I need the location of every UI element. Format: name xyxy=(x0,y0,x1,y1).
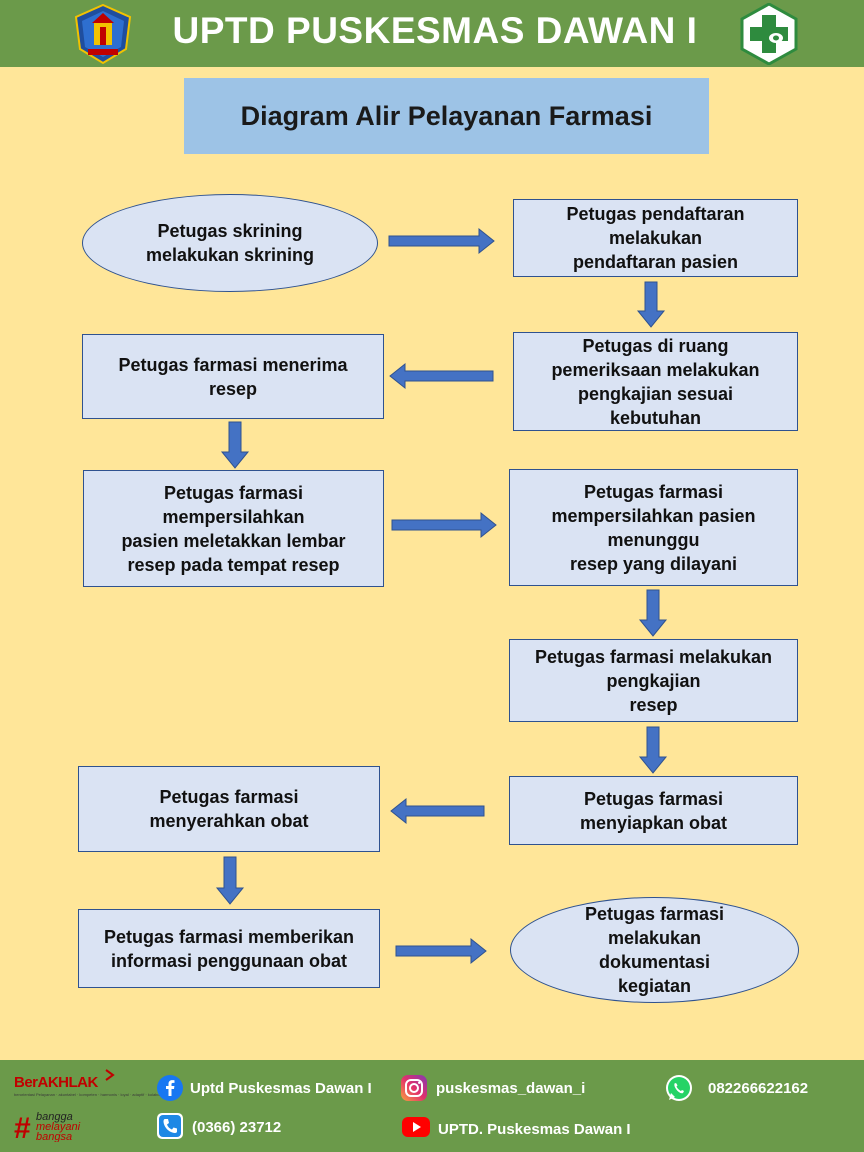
node-informasi-obat: Petugas farmasi memberikan informasi pen… xyxy=(78,909,380,988)
header-bar xyxy=(0,0,864,67)
arrow-left-1 xyxy=(389,362,494,390)
bangga-word-1: bangga xyxy=(36,1111,73,1123)
youtube-icon[interactable] xyxy=(401,1116,431,1138)
arrow-left-2 xyxy=(390,797,485,825)
arrow-down-3 xyxy=(638,589,668,637)
diagram-title: Diagram Alir Pelayanan Farmasi xyxy=(240,100,653,131)
node-skrining: Petugas skrining melakukan skrining xyxy=(82,194,378,292)
arrow-down-2 xyxy=(220,421,250,469)
facebook-icon[interactable] xyxy=(156,1074,184,1102)
node-menyerahkan-obat: Petugas farmasi menyerahkan obat xyxy=(78,766,380,852)
puskesmas-logo-icon xyxy=(740,3,798,65)
bangga-word-3: bangsa xyxy=(36,1131,72,1142)
whatsapp-icon[interactable] xyxy=(664,1073,694,1103)
diagram-title-box: Diagram Alir Pelayanan Farmasi xyxy=(184,78,709,154)
arrow-right-3 xyxy=(395,937,487,965)
node-meletakkan-resep: Petugas farmasi mempersilahkan pasien me… xyxy=(83,470,384,587)
berakhlak-chevron-icon xyxy=(105,1069,115,1081)
footer-bar xyxy=(0,1060,864,1152)
youtube-text[interactable]: UPTD. Puskesmas Dawan I xyxy=(438,1121,631,1138)
berakhlak-tagline: berorientasi Pelayanan · akuntabel · kom… xyxy=(14,1092,167,1097)
instagram-text[interactable]: puskesmas_dawan_i xyxy=(436,1080,586,1097)
arrow-down-1 xyxy=(636,281,666,328)
node-pengkajian-resep: Petugas farmasi melakukan pengkajian res… xyxy=(509,639,798,722)
bangga-word-2: melayani xyxy=(36,1121,81,1133)
node-menunggu-resep: Petugas farmasi mempersilahkan pasien me… xyxy=(509,469,798,586)
node-pemeriksaan: Petugas di ruang pemeriksaan melakukan p… xyxy=(513,332,798,431)
facebook-text[interactable]: Uptd Puskesmas Dawan I xyxy=(190,1080,372,1097)
svg-text:#: # xyxy=(14,1112,31,1142)
node-pendaftaran: Petugas pendaftaran melakukan pendaftara… xyxy=(513,199,798,277)
node-menerima-resep: Petugas farmasi menerima resep xyxy=(82,334,384,419)
arrow-down-4 xyxy=(638,726,668,774)
regency-logo-icon xyxy=(74,3,132,65)
bangga-melayani-bangsa-logo: # bangga melayani bangsa xyxy=(14,1111,81,1142)
phone-text[interactable]: (0366) 23712 xyxy=(192,1119,282,1136)
node-menyiapkan-obat: Petugas farmasi menyiapkan obat xyxy=(509,776,798,845)
arrow-down-5 xyxy=(215,856,245,905)
arrow-right-1 xyxy=(388,227,495,255)
whatsapp-text[interactable]: 082266622162 xyxy=(708,1080,809,1097)
berakhlak-logo: BerAKHLAK xyxy=(14,1074,98,1091)
phone-icon[interactable] xyxy=(156,1112,184,1140)
header-title: UPTD PUSKESMAS DAWAN I xyxy=(172,10,698,51)
arrow-right-2 xyxy=(391,511,497,539)
instagram-icon[interactable] xyxy=(400,1074,428,1102)
node-dokumentasi: Petugas farmasi melakukan dokumentasi ke… xyxy=(510,897,799,1003)
